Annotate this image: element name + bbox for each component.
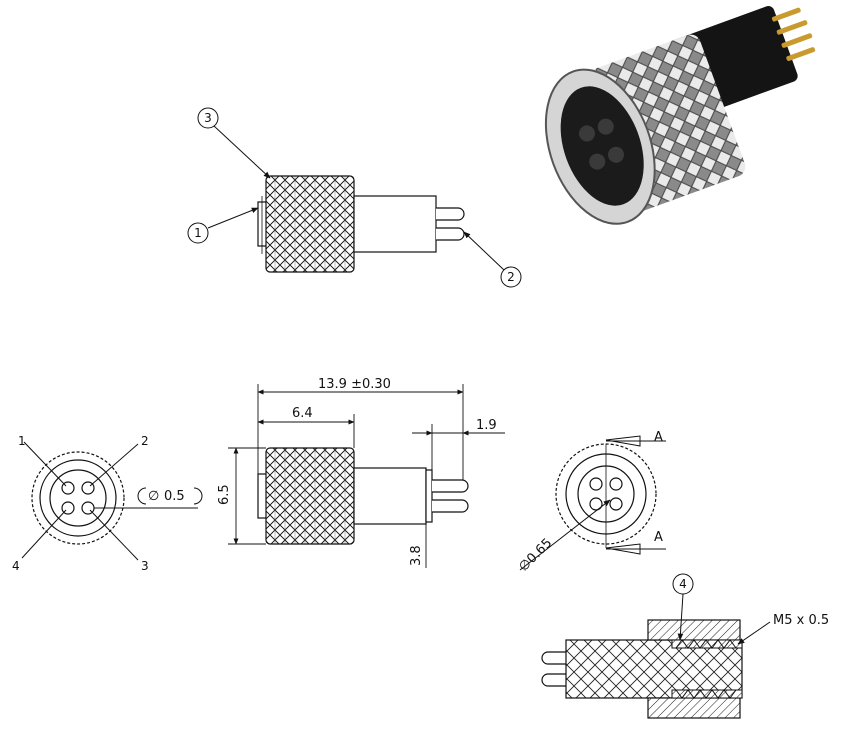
gold-pins — [771, 7, 816, 61]
callout-1: 1 — [187, 207, 259, 244]
face-diameter-dimension: ∅0.65 — [516, 536, 555, 575]
callout-4-number: 4 — [679, 577, 687, 591]
side-view-top — [257, 175, 465, 273]
diameter-dimension: 6.5 — [217, 484, 232, 505]
pin-1-label: 1 — [18, 434, 26, 448]
pin-4-label: 4 — [12, 559, 20, 573]
callout-3: 3 — [197, 107, 271, 179]
svg-text:1: 1 — [194, 226, 202, 240]
dimension-lines — [228, 384, 505, 568]
pin-hole-dimension: 0.5 — [164, 489, 185, 504]
front-view-pinout: 1 2 3 4 ∅ 0.5 — [12, 434, 203, 573]
callout-2: 2 — [463, 231, 522, 288]
connector-photo — [544, 6, 816, 225]
thread-callout: M5 x 0.5 — [773, 613, 829, 628]
overall-length-dimension: 13.9 ±0.30 — [318, 377, 391, 392]
knurl-length-dimension: 6.4 — [292, 406, 313, 421]
pin-2-label: 2 — [141, 434, 149, 448]
section-a-bottom-label: A — [654, 530, 663, 545]
pin-3-label: 3 — [141, 559, 149, 573]
front-view-section-a — [519, 435, 666, 571]
svg-text:3: 3 — [204, 111, 212, 125]
section-a-top-label: A — [654, 430, 663, 445]
body-diameter-dimension: 3.8 — [409, 545, 424, 566]
side-view-dimensioned — [257, 447, 469, 545]
pin-hole-symbol: ∅ — [148, 489, 159, 504]
svg-text:2: 2 — [507, 270, 515, 284]
section-view: 4 — [541, 573, 771, 719]
pin-offset-dimension: 1.9 — [476, 418, 497, 433]
